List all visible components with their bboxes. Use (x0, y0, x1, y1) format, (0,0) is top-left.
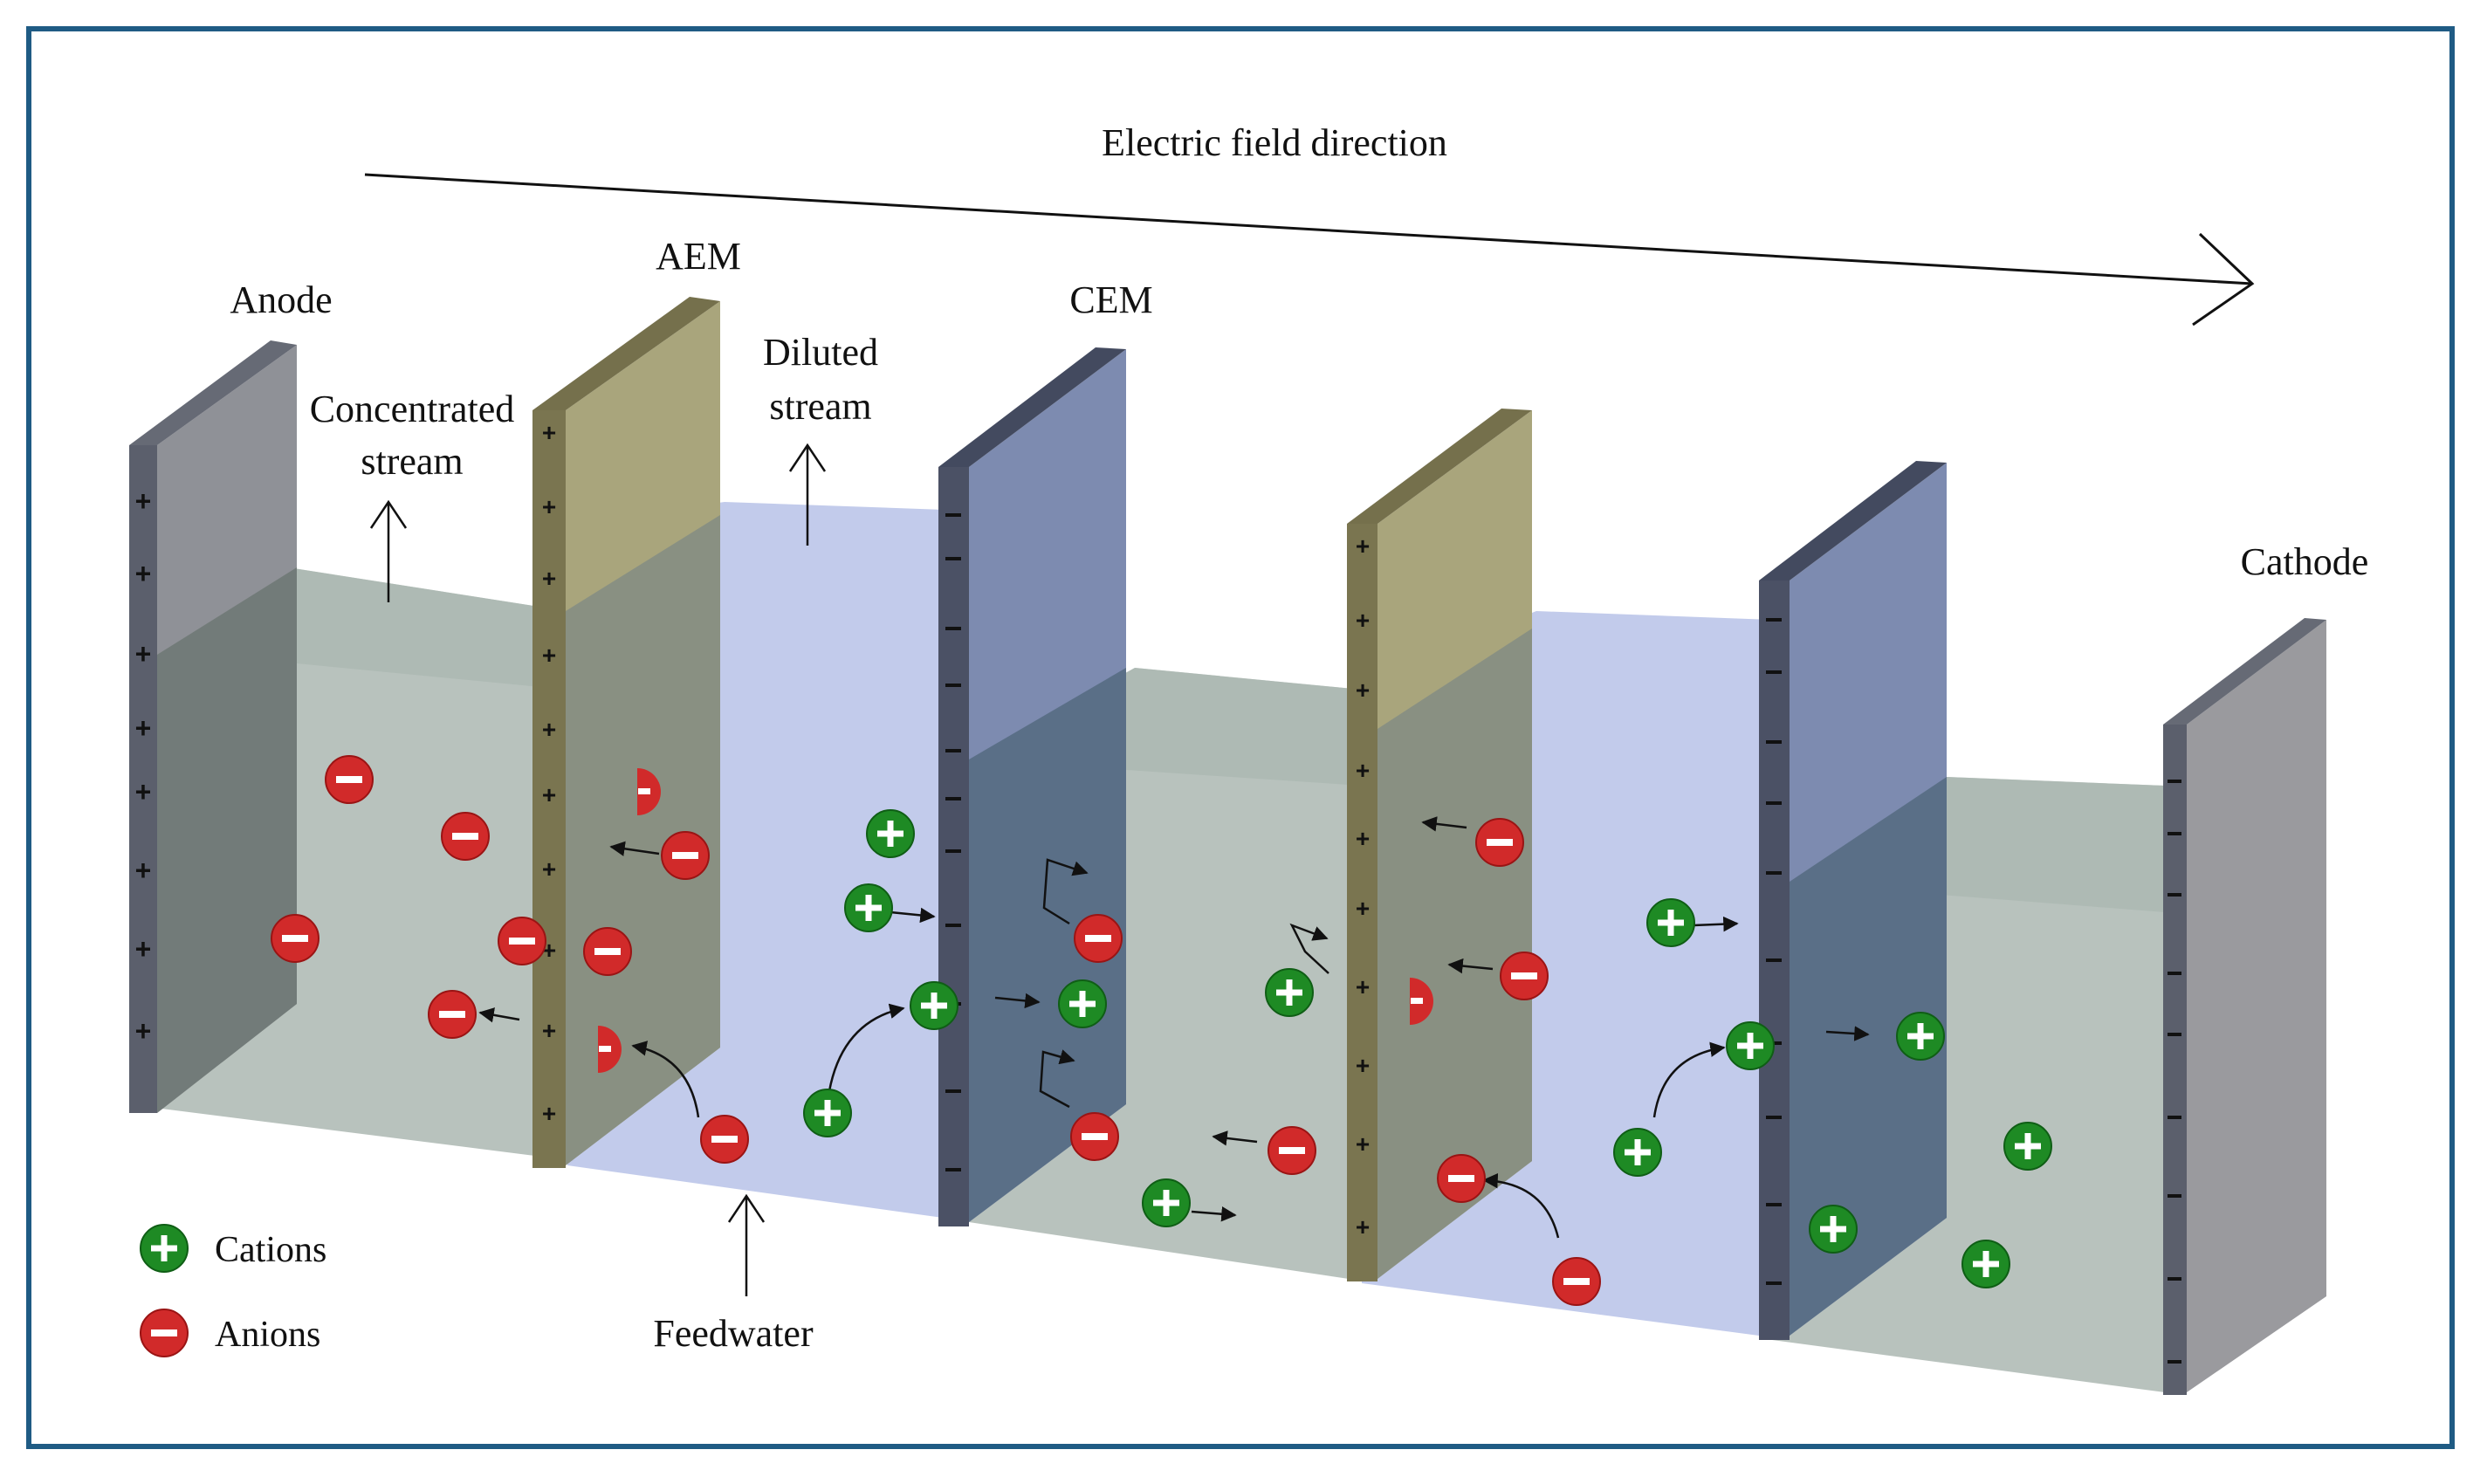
feedwater-arrow (727, 1193, 766, 1296)
legend-cation-icon (140, 1224, 189, 1273)
cem-membrane-2 (1759, 461, 1947, 1340)
legend: Cations Anions (140, 1224, 326, 1357)
svg-text:+: + (542, 1017, 556, 1044)
svg-text:+: + (542, 855, 556, 883)
aem-membrane-2 (1347, 409, 1532, 1281)
anode-label: Anode (230, 278, 332, 321)
legend-anions-label: Anions (215, 1315, 320, 1355)
svg-text:+: + (1356, 1052, 1370, 1079)
svg-text:+: + (542, 716, 556, 743)
electric-field-label: Electric field direction (1102, 121, 1447, 164)
aem-2-plus-signs: + + + + + + + + + + (1356, 532, 1370, 1240)
cathode-electrode (2163, 618, 2326, 1395)
svg-text:+: + (135, 638, 152, 670)
concentrated-stream-arrow (369, 499, 408, 602)
svg-text:+: + (542, 781, 556, 808)
concentrated-stream-label-line2: stream (361, 440, 463, 483)
aem-1-plus-signs: + + + + + + + + + + (542, 419, 556, 1127)
legend-anion-icon (140, 1309, 189, 1357)
svg-text:+: + (135, 558, 152, 589)
cem-membrane-1 (938, 347, 1126, 1226)
anode-electrode (129, 340, 297, 1113)
svg-text:+: + (542, 419, 556, 446)
feedwater-label: Feedwater (653, 1312, 814, 1355)
diluted-stream-arrow (788, 443, 827, 546)
svg-text:+: + (1356, 1130, 1370, 1158)
anode-plus-signs: + + + + + + + + (135, 485, 152, 1047)
electric-field-arrow (364, 173, 2255, 326)
svg-text:+: + (1356, 895, 1370, 922)
svg-text:+: + (542, 1100, 556, 1127)
svg-text:+: + (1356, 607, 1370, 634)
svg-text:+: + (1356, 757, 1370, 784)
aem-label: AEM (656, 235, 741, 278)
cathode-minus-signs (2168, 780, 2181, 1364)
svg-text:+: + (135, 855, 152, 886)
anions-in-membrane (598, 768, 1433, 1073)
legend-cations-label: Cations (215, 1230, 326, 1270)
svg-text:+: + (1356, 825, 1370, 852)
cem-1-minus-signs (945, 513, 961, 1171)
svg-text:+: + (135, 712, 152, 744)
svg-text:+: + (135, 1015, 152, 1047)
svg-text:+: + (1356, 532, 1370, 560)
aem-membrane-1 (532, 297, 720, 1168)
svg-text:+: + (135, 933, 152, 965)
svg-text:+: + (135, 485, 152, 517)
svg-text:+: + (542, 642, 556, 669)
svg-text:+: + (1356, 677, 1370, 704)
ion-movement-arrows (478, 816, 1870, 1239)
cem-label: CEM (1069, 278, 1152, 321)
svg-text:+: + (542, 493, 556, 520)
diluted-stream-label-line1: Diluted (763, 331, 878, 374)
svg-text:+: + (1356, 973, 1370, 1000)
svg-text:+: + (542, 565, 556, 592)
diluted-stream-label-line2: stream (769, 385, 871, 428)
cathode-label: Cathode (2241, 540, 2369, 583)
svg-text:+: + (135, 776, 152, 807)
cem-2-minus-signs (1766, 618, 1782, 1285)
diagram-frame (26, 26, 2455, 1449)
svg-text:+: + (1356, 1213, 1370, 1240)
concentrated-stream-label-line1: Concentrated (310, 388, 515, 430)
